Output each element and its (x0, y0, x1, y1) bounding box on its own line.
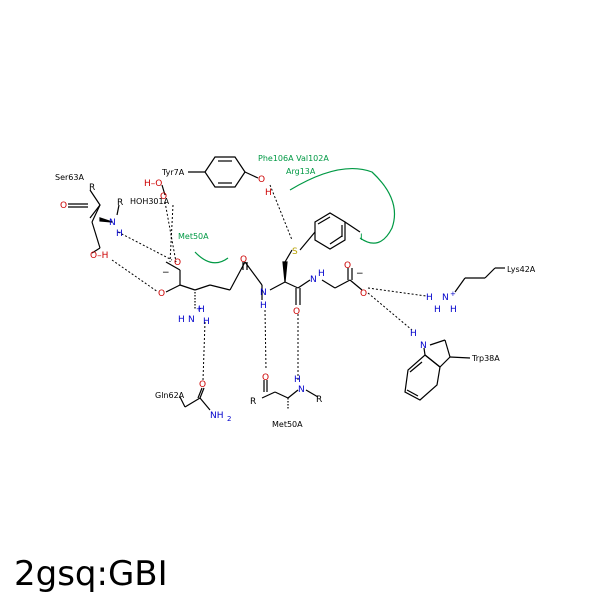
atom-met-r1: R (250, 397, 256, 407)
atom-gly-o1: O (344, 261, 351, 271)
atom-cys-o: O (293, 307, 300, 317)
atom-met-o: O (262, 373, 269, 383)
atom-ser-oh: O–H (90, 251, 108, 261)
bond-lines (68, 156, 505, 411)
atom-glu-plus: + (196, 305, 202, 313)
atom-gln-o: O (199, 380, 206, 390)
atom-ser-o: O (60, 201, 67, 211)
atom-s: S (292, 247, 298, 257)
residue-gln62: Gln62A (155, 391, 185, 400)
atom-labels: O R R N H O–H H–O O O O − N H H H + O N … (60, 175, 457, 423)
hydrophobic-arc-phe106 (289, 167, 396, 244)
atom-cys-n: N (260, 288, 267, 298)
residue-arg13: Arg13A (286, 167, 316, 176)
atom-gly-o2: O (360, 289, 367, 299)
atom-met-n: N (298, 385, 305, 395)
atom-glu-h3: H (203, 317, 210, 327)
residue-trp38: Trp38A (471, 354, 500, 363)
residue-lys42: Lys42A (507, 265, 536, 274)
atom-gln-nh: NH (210, 411, 224, 421)
atom-met-r2: R (316, 395, 322, 405)
atom-glu-h2: H (178, 315, 185, 325)
hydrophobic-arcs (194, 167, 396, 264)
atom-lys-h3: H (450, 305, 457, 315)
atom-ser-n: N (109, 218, 116, 228)
residue-ser63: Ser63A (55, 173, 84, 182)
atom-gly-h: H (318, 269, 325, 279)
atom-met-h: H (294, 375, 301, 385)
atom-ser-r1: R (89, 183, 95, 193)
atom-trp-n: N (420, 341, 427, 351)
residue-tyr7: Tyr7A (161, 168, 185, 177)
atom-glu-o2: O (158, 289, 165, 299)
atom-gly-minus: − (356, 269, 364, 279)
atom-lys-h2: H (434, 305, 441, 315)
atom-glu-o1: O (174, 258, 181, 268)
atom-iodine: I (360, 233, 363, 243)
atom-glu-h1: H (198, 305, 205, 315)
residue-hoh301: HOH301A (130, 197, 170, 206)
figure-title: 2gsq:GBI (14, 554, 168, 594)
residue-labels: Ser63A Tyr7A HOH301A Met50A Phe106A Val1… (55, 154, 536, 429)
atom-lys-plus: + (450, 290, 456, 298)
atom-cys-h: H (260, 301, 267, 311)
atom-glu-minus: − (162, 268, 170, 278)
atom-ser-h: H (116, 229, 123, 239)
residue-met50-bottom: Met50A (272, 420, 303, 429)
atom-tyr-h: H (265, 188, 272, 198)
atom-lys-n: N (442, 293, 449, 303)
atom-tyr-o: O (258, 175, 265, 185)
hydrophobic-arc-met50 (194, 251, 229, 264)
atom-ser-r2: R (117, 198, 123, 208)
atom-lys-h1: H (426, 293, 433, 303)
atom-trp-h: H (410, 329, 417, 339)
residue-phe106-val102: Phe106A Val102A (258, 154, 329, 163)
atom-amide-o: O (240, 255, 247, 265)
atom-gly-n: N (310, 275, 317, 285)
atom-water-o: O (160, 192, 167, 202)
residue-met50-top: Met50A (178, 232, 209, 241)
atom-gln-sub2: 2 (227, 415, 231, 423)
atom-glu-n: N (188, 315, 195, 325)
atom-water-ho: H–O (144, 179, 162, 189)
hydrogen-bonds (111, 184, 427, 381)
